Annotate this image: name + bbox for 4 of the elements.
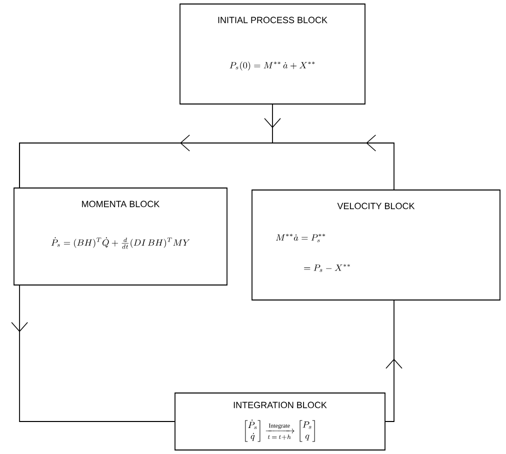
process-box: VELOCITY BLOCK $M^{**}\dot{a} = P_s^{**}$ $= P_s - X^{**}$ [252,190,500,300]
process-box: MOMENTA BLOCK $\dot{P}_s = (BH)^{T}\dot{Q} + \frac{d}{dt}(DI\,BH)^{T}MY$ [14,188,228,286]
process-box: INITIAL PROCESS BLOCK $P_s(0) = M^{**}\,\dot{a} + X^{**}$ [180,4,366,104]
process-box: INTEGRATION BLOCK $\begin{bmatrix}\dot{P}_s\\ \dot{q}\end{bmatrix} \xrightarrow[t\,=\,t+h]{\mathrm{Integrate}} \begin{bmatrix}P_s\\ q\end{bmatrix}$ [174,392,386,450]
